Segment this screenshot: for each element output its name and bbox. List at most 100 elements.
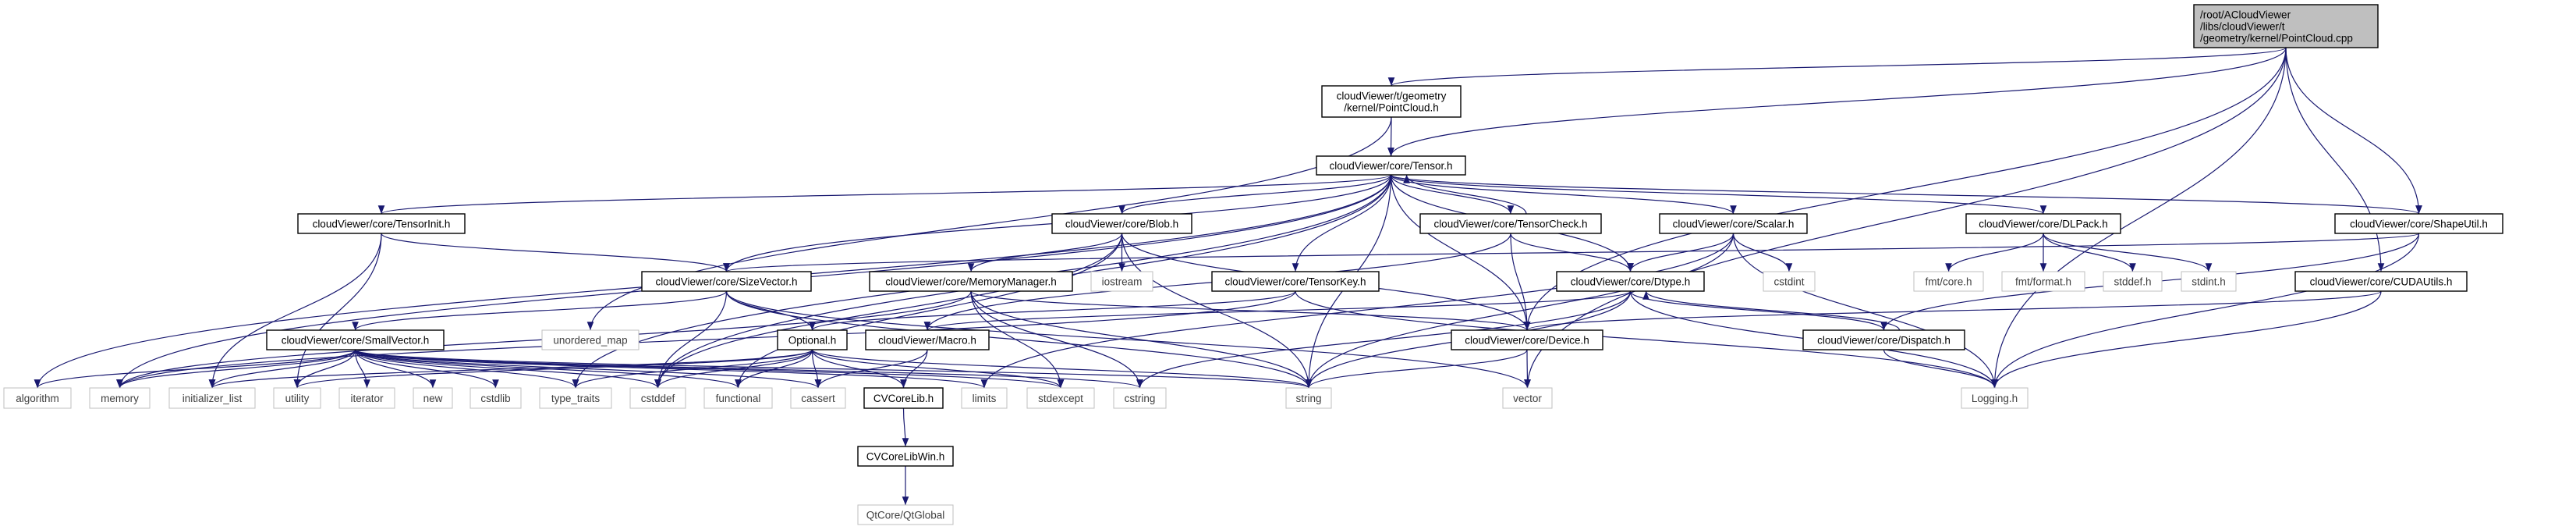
node-cvcorelib[interactable]: CVCoreLib.h xyxy=(863,387,944,409)
node-box xyxy=(641,271,812,292)
edge-sizevector-to-vector xyxy=(725,290,1531,389)
edge-macro-to-cassert xyxy=(814,349,928,389)
edge-root-to-pointcloud_h xyxy=(1388,47,2287,87)
edge-smallvector-to-string xyxy=(354,349,1312,389)
node-label: /libs/cloudViewer/t xyxy=(2200,21,2285,33)
node-box xyxy=(469,387,522,409)
edge-tensor-to-dlpack xyxy=(1390,174,2046,215)
node-box xyxy=(1211,271,1380,292)
node-label: cloudViewer/core/Dispatch.h xyxy=(1817,335,1951,347)
edge-dispatch-to-logging xyxy=(1883,349,1998,389)
node-logging: Logging.h xyxy=(1961,387,2029,409)
node-utility: utility xyxy=(273,387,321,409)
edge-memorymanager-to-string xyxy=(970,290,1313,389)
node-label: type_traits xyxy=(551,393,601,404)
node-label: cstdlib xyxy=(480,393,510,404)
node-label: utility xyxy=(285,393,310,404)
node-root[interactable]: /root/ACloudViewer/libs/cloudViewer/t/ge… xyxy=(2193,4,2379,48)
node-label: cloudViewer/core/ShapeUtil.h xyxy=(2350,219,2488,230)
node-label: cloudViewer/core/TensorKey.h xyxy=(1224,276,1366,288)
node-tensorkey[interactable]: cloudViewer/core/TensorKey.h xyxy=(1211,271,1380,292)
edge-blob-to-memorymanager xyxy=(967,233,1123,272)
node-label: cloudViewer/core/SizeVector.h xyxy=(655,276,797,288)
edge-optional-to-functional xyxy=(735,349,813,389)
node-box xyxy=(297,213,466,234)
node-label: algorithm xyxy=(16,393,59,404)
edge-scalar-to-dtype xyxy=(1627,233,1734,272)
node-stdexcept: stdexcept xyxy=(1026,387,1095,409)
node-box xyxy=(273,387,321,409)
node-box xyxy=(2103,271,2163,292)
node-box xyxy=(413,387,453,409)
node-box xyxy=(1419,213,1602,234)
edges xyxy=(34,47,2422,505)
node-dispatch[interactable]: cloudViewer/core/Dispatch.h xyxy=(1802,329,1965,350)
edge-root-to-shapeutil xyxy=(2285,47,2422,215)
edge-sizevector-to-string xyxy=(725,290,1313,389)
node-box xyxy=(1913,271,1984,292)
edge-dtype-to-cstring xyxy=(1136,290,1632,389)
node-label: fmt/format.h xyxy=(2015,276,2071,288)
node-label: cloudViewer/core/TensorCheck.h xyxy=(1433,219,1587,230)
node-label: Logging.h xyxy=(1972,393,2018,404)
node-box xyxy=(1802,329,1965,350)
node-memory: memory xyxy=(89,387,151,409)
node-limits: limits xyxy=(961,387,1008,409)
edge-scalar-to-cstdint xyxy=(1732,233,1793,272)
edge-sizevector-to-optional xyxy=(725,290,816,331)
node-dtype[interactable]: cloudViewer/core/Dtype.h xyxy=(1556,271,1705,292)
node-device[interactable]: cloudViewer/core/Device.h xyxy=(1451,329,1603,350)
node-dlpack[interactable]: cloudViewer/core/DLPack.h xyxy=(1965,213,2121,234)
node-label: cloudViewer/core/MemoryManager.h xyxy=(885,276,1057,288)
edge-tensorinit-to-sizevector xyxy=(381,233,730,272)
node-tensor[interactable]: cloudViewer/core/Tensor.h xyxy=(1316,155,1466,176)
node-smallvector[interactable]: cloudViewer/core/SmallVector.h xyxy=(266,329,445,350)
edge-optional-to-cassert xyxy=(811,349,822,389)
edge-smallvector-to-limits xyxy=(354,349,987,389)
node-label: unordered_map xyxy=(553,335,627,347)
node-cudautils[interactable]: cloudViewer/core/CUDAUtils.h xyxy=(2294,271,2468,292)
node-qtglobal: QtCore/QtGlobal xyxy=(857,504,954,525)
node-label: CVCoreLib.h xyxy=(873,393,934,404)
node-box xyxy=(168,387,256,409)
node-label: /root/ACloudViewer xyxy=(2200,9,2291,21)
node-label: cloudViewer/core/Dtype.h xyxy=(1571,276,1691,288)
edge-tensor-to-tensorcheck xyxy=(1390,174,1515,215)
node-label: iterator xyxy=(350,393,384,404)
node-box xyxy=(857,446,954,467)
node-blob[interactable]: cloudViewer/core/Blob.h xyxy=(1051,213,1192,234)
node-label: stdint.h xyxy=(2192,276,2226,288)
node-tensorcheck[interactable]: cloudViewer/core/TensorCheck.h xyxy=(1419,213,1602,234)
edge-shapeutil-to-logging xyxy=(1991,233,2420,389)
node-sizevector[interactable]: cloudViewer/core/SizeVector.h xyxy=(641,271,812,292)
node-label: CVCoreLibWin.h xyxy=(866,451,945,463)
node-cvcorelibwin[interactable]: CVCoreLibWin.h xyxy=(857,446,954,467)
edge-shapeutil-to-sizevector xyxy=(724,233,2420,272)
node-label: cloudViewer/core/TensorInit.h xyxy=(313,219,451,230)
node-pointcloud_h[interactable]: cloudViewer/t/geometry/kernel/PointCloud… xyxy=(1321,85,1462,118)
node-box xyxy=(629,387,686,409)
edge-tensor-to-blob xyxy=(1118,174,1392,215)
node-scalar[interactable]: cloudViewer/core/Scalar.h xyxy=(1659,213,1808,234)
node-type_traits: type_traits xyxy=(539,387,612,409)
edge-dtype-to-dispatch xyxy=(1629,290,1887,331)
node-box xyxy=(541,329,640,350)
node-label: QtCore/QtGlobal xyxy=(866,510,945,521)
node-box xyxy=(1961,387,2029,409)
node-label: Optional.h xyxy=(788,335,837,347)
node-tensorinit[interactable]: cloudViewer/core/TensorInit.h xyxy=(297,213,466,234)
node-label: /kernel/PointCloud.h xyxy=(1344,102,1439,114)
node-macro[interactable]: cloudViewer/Macro.h xyxy=(865,329,990,350)
node-memorymanager[interactable]: cloudViewer/core/MemoryManager.h xyxy=(869,271,1073,292)
node-box xyxy=(1316,155,1466,176)
edge-optional-to-initializer_list xyxy=(209,349,813,389)
edge-dtype-to-macro xyxy=(924,290,1632,331)
node-label: string xyxy=(1295,393,1321,404)
edge-smallvector-to-algorithm xyxy=(34,349,356,389)
node-label: cloudViewer/core/DLPack.h xyxy=(1979,219,2108,230)
node-string: string xyxy=(1285,387,1332,409)
edge-root-to-vector xyxy=(1524,47,2287,389)
node-optional[interactable]: Optional.h xyxy=(777,329,848,350)
node-stdint: stdint.h xyxy=(2181,271,2237,292)
node-shapeutil[interactable]: cloudViewer/core/ShapeUtil.h xyxy=(2334,213,2503,234)
